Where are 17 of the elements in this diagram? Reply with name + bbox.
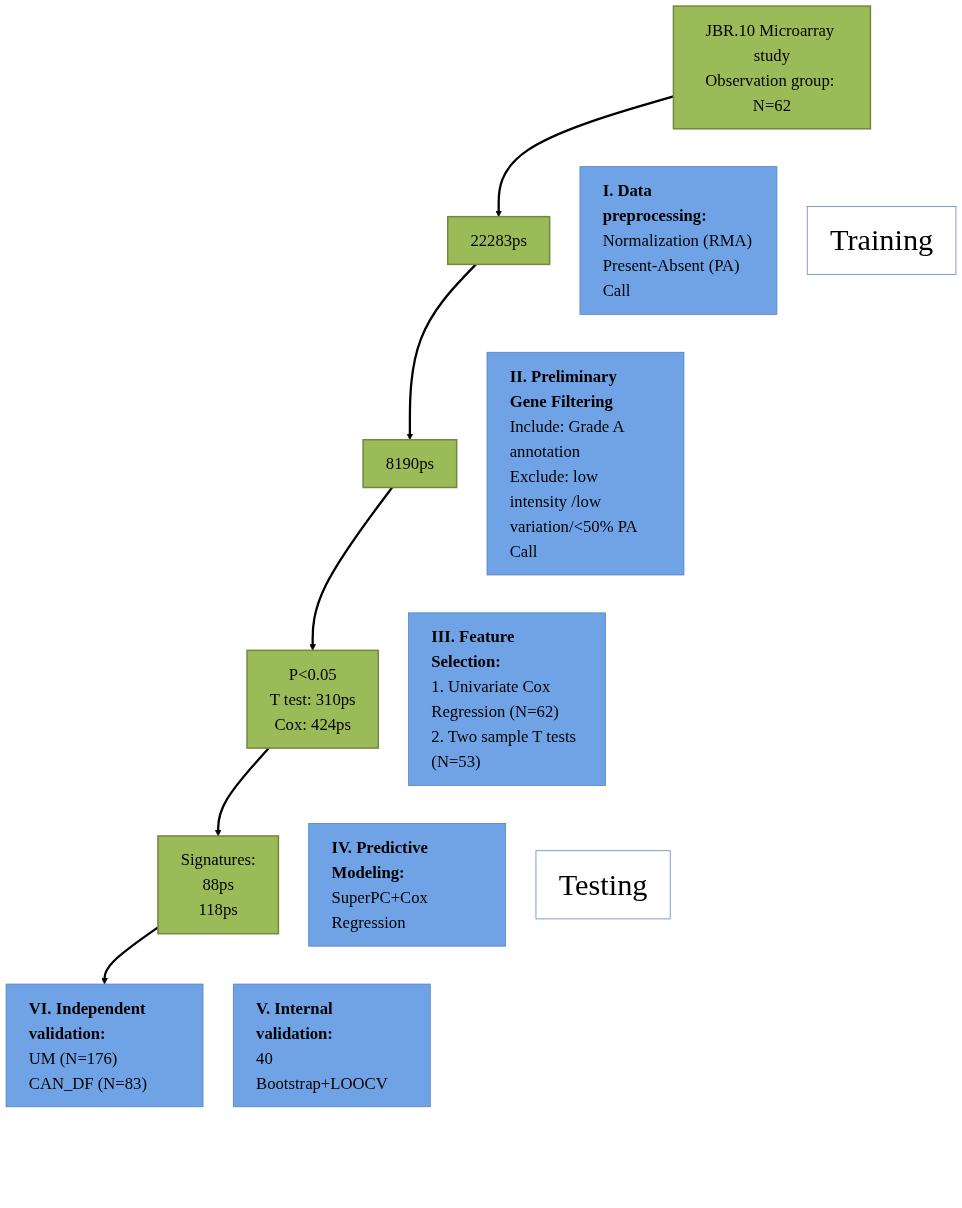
node-box: 22283ps <box>446 215 551 266</box>
node-box: V. Internal validation: 40 Bootstrap+LOOCV <box>232 983 431 1108</box>
node-box: Testing <box>535 850 671 920</box>
arrow <box>214 747 270 837</box>
node-box: IV. Predictive Modeling: SuperPC+Cox Regression <box>308 823 507 947</box>
node-box: P<0.05 T test: 310ps Cox: 424ps <box>246 649 380 749</box>
node-box: 8190ps <box>362 439 458 489</box>
node-box: III. Feature Selection: 1. Univariate Cox Regression (N=62) 2. Two sample T tests (N=53) <box>408 612 606 786</box>
node-box: II. Preliminary Gene Filtering Include: Grade A annotation Exclude: low intensity /low variation/<50% PA Call <box>486 351 685 576</box>
arrow <box>406 263 477 441</box>
node-box: Signatures: 88ps 118ps <box>157 835 280 935</box>
arrow <box>309 486 393 651</box>
arrow <box>495 95 674 217</box>
node-box: VI. Independent validation: UM (N=176) CAN_DF (N=83) <box>5 983 204 1108</box>
node-box: Training <box>806 206 957 275</box>
node-box: JBR.10 Microarray study Observation group: N=62 <box>672 5 872 130</box>
node-box: I. Data preprocessing: Normalization (RMA) Present-Absent (PA) Call <box>579 166 778 315</box>
